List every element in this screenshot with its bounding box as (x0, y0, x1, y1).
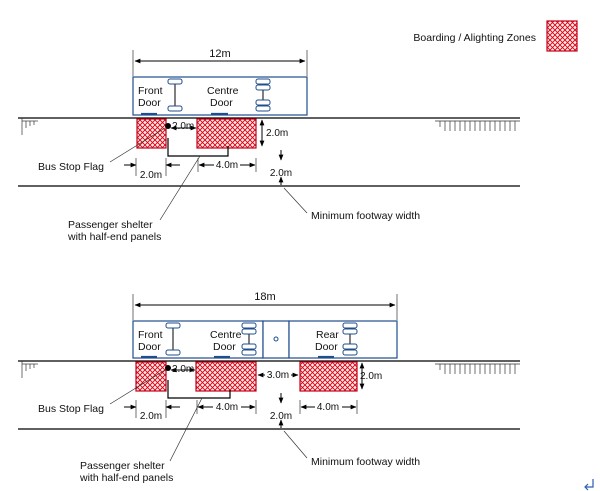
centre-door-label-1: Centre (207, 85, 239, 97)
centre-door-label-2: Door (213, 341, 236, 353)
layout-18m: 18m Front Door Centre Door Rear (18, 291, 520, 484)
front-axle (165, 322, 181, 356)
footway-label: Minimum footway width (311, 456, 420, 468)
shelter-label-1: Passenger shelter (68, 219, 153, 231)
bus-18m-front-section (132, 320, 264, 359)
bus-stop-flag-label: Bus Stop Flag (38, 161, 104, 173)
layout-12m: 12m Front Door Centre Door (18, 48, 520, 243)
shelter-length-label: 4.0m (216, 402, 238, 413)
footway-width-label: 2.0m (270, 168, 292, 179)
rear-door-label-1: Rear (316, 329, 339, 341)
bus-length-label: 18m (254, 291, 275, 303)
shelter-label-2: with half-end panels (79, 472, 173, 484)
right-kerb-hatch (435, 363, 520, 374)
right-kerb-hatch (435, 120, 520, 131)
flag-offset-label: 2.0m (172, 364, 194, 375)
legend-swatch (546, 20, 578, 52)
rear-boarding-zone (299, 361, 358, 392)
front-door-label-2: Door (138, 97, 161, 109)
zone-gap-label: 3.0m (267, 370, 289, 381)
bus-12m (132, 76, 308, 116)
shelter-length-label: 4.0m (216, 160, 238, 171)
centre-boarding-zone (195, 361, 257, 392)
front-door-label-2: Door (138, 341, 161, 353)
front-door-label-1: Front (138, 85, 163, 97)
zone-depth-label: 2.0m (266, 128, 288, 139)
bus-stop-flag-marker (165, 365, 171, 371)
shelter-label-2: with half-end panels (67, 231, 161, 243)
left-kerb-hatch (21, 118, 38, 135)
return-arrow-icon (584, 479, 594, 491)
legend-label: Boarding / Alighting Zones (413, 32, 536, 44)
shelter-label-1: Passenger shelter (80, 460, 165, 472)
left-kerb-hatch (21, 361, 38, 378)
middle-axle (241, 322, 257, 356)
bus-stop-flag-marker (165, 123, 171, 129)
centre-door-label-2: Door (210, 97, 233, 109)
bus-length-label: 12m (209, 48, 230, 60)
rear-door-label-2: Door (315, 341, 338, 353)
legend: Boarding / Alighting Zones (413, 20, 578, 52)
passenger-shelter (167, 380, 231, 399)
flag-dist-label: 2.0m (140, 170, 162, 181)
zone-depth-label: 2.0m (360, 371, 382, 382)
flag-offset-label: 2.0m (172, 121, 194, 132)
rear-axle (342, 322, 358, 356)
centre-boarding-zone (196, 118, 257, 149)
footway-width-label: 2.0m (270, 411, 292, 422)
rear-zone-length-label: 4.0m (317, 402, 339, 413)
bus-stop-flag-label: Bus Stop Flag (38, 403, 104, 415)
front-boarding-zone (135, 361, 167, 392)
footway-label: Minimum footway width (311, 210, 420, 222)
front-boarding-zone (136, 118, 167, 149)
flag-dist-label: 2.0m (140, 411, 162, 422)
rear-axle (255, 78, 271, 112)
centre-door-label-1: Centre (210, 329, 242, 341)
front-door-label-1: Front (138, 329, 163, 341)
front-axle (167, 78, 183, 112)
